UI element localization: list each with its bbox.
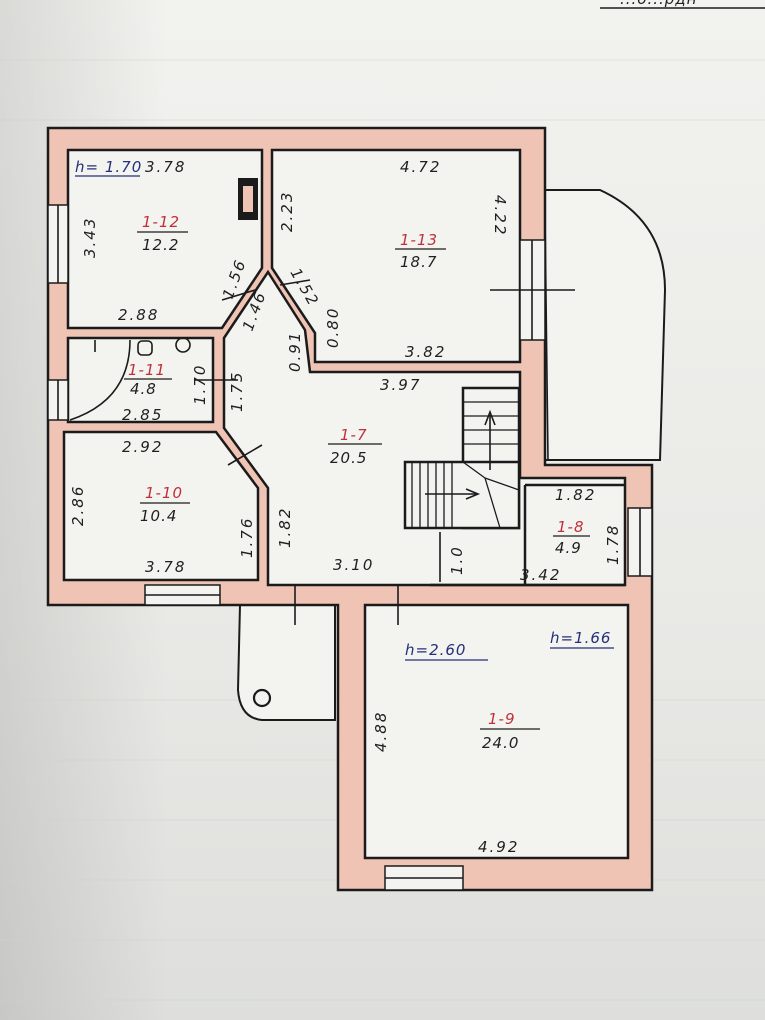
dim-1-70: 1.70 [191, 364, 209, 405]
dim-4-92: 4.92 [478, 838, 519, 856]
room-1-9-area: 24.0 [482, 734, 519, 752]
dim-2-86: 2.86 [69, 485, 87, 526]
dim-1-75: 1.75 [228, 371, 246, 412]
dim-0-80: 0.80 [324, 307, 342, 348]
stair-up-arrow-icon [484, 409, 496, 426]
wc-door-arc [69, 339, 131, 421]
room-1-10-id: 1-10 [145, 484, 183, 502]
room-1-7-area: 20.5 [330, 449, 367, 467]
chimney-flue [243, 186, 253, 212]
room-1-10-floor [62, 430, 260, 582]
dim-3-78-bottom: 3.78 [145, 558, 186, 576]
room-1-8-area: 4.9 [555, 539, 582, 557]
dim-2-88: 2.88 [118, 306, 159, 324]
room-1-9-floor [363, 603, 630, 860]
dimension-labels: 3.78 3.43 2.88 1.56 1.46 4.72 2.23 4.22 … [69, 158, 622, 856]
room-1-9-id: 1-9 [488, 710, 516, 728]
dim-2-23: 2.23 [278, 191, 296, 232]
corner-note: ...о...рдн [620, 0, 698, 8]
dim-3-97: 3.97 [380, 376, 421, 394]
room-1-7-id: 1-7 [340, 426, 368, 444]
height-note-room-1-9-right: h=1.66 [550, 629, 611, 647]
room-1-10-area: 10.4 [140, 507, 177, 525]
porch-post-icon [252, 688, 272, 708]
dim-1-78: 1.78 [604, 524, 622, 565]
door-markers [195, 279, 575, 625]
dim-3-78-top: 3.78 [145, 158, 186, 176]
dim-3-82: 3.82 [405, 343, 446, 361]
height-note-room-1-9-left: h=2.60 [405, 641, 466, 659]
dim-1-76: 1.76 [238, 517, 256, 558]
dim-2-85: 2.85 [122, 406, 163, 424]
dim-1-82-left: 1.82 [276, 507, 294, 548]
dim-1-0: 1.0 [448, 545, 466, 575]
stair-right-arrow-icon [465, 488, 481, 500]
dim-1-82-top: 1.82 [555, 486, 596, 504]
windows [47, 204, 653, 891]
room-1-11-id: 1-11 [128, 361, 166, 379]
room-1-8-id: 1-8 [557, 518, 585, 536]
dim-3-43: 3.43 [81, 217, 99, 258]
porch-outline [236, 604, 336, 721]
dim-2-92: 2.92 [122, 438, 163, 456]
toilet-icon [137, 340, 153, 356]
height-note-room-1-12: h= 1.70 [75, 158, 142, 176]
dim-3-42: 3.42 [520, 566, 561, 584]
dim-4-22: 4.22 [491, 195, 509, 236]
room-1-13-id: 1-13 [400, 231, 438, 249]
terrace-outline [544, 189, 667, 461]
room-1-13-area: 18.7 [400, 253, 437, 271]
dim-4-88: 4.88 [372, 711, 390, 752]
dim-0-91: 0.91 [286, 331, 304, 372]
room-1-13-floor [270, 148, 522, 364]
room-1-12-area: 12.2 [142, 236, 179, 254]
dim-4-72: 4.72 [400, 158, 441, 176]
stair-lower [403, 460, 521, 530]
room-1-12-floor [66, 148, 264, 330]
room-labels: 1-12 12.2 1-13 18.7 1-11 4.8 1-10 10.4 1… [124, 213, 590, 752]
staircase [403, 386, 521, 530]
sink-icon [175, 337, 191, 353]
room-1-12-id: 1-12 [142, 213, 180, 231]
room-1-11-area: 4.8 [130, 380, 157, 398]
dim-3-10: 3.10 [333, 556, 374, 574]
